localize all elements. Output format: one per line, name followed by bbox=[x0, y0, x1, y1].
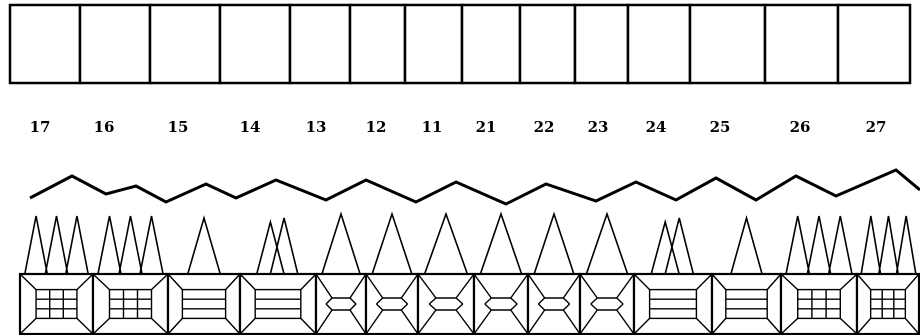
root-14-2 bbox=[269, 218, 299, 280]
tooth-number-row: 17 16 15 14 13 12 11 21 22 23 24 25 26 27 bbox=[30, 118, 887, 136]
root-22-1 bbox=[532, 214, 576, 280]
crown-17[interactable] bbox=[20, 274, 93, 334]
root-12-1 bbox=[370, 214, 414, 280]
crown-21[interactable] bbox=[474, 274, 528, 334]
roots-23 bbox=[584, 214, 629, 280]
grid-cell-13[interactable] bbox=[290, 5, 350, 83]
crown-15[interactable] bbox=[168, 274, 240, 334]
roots-24 bbox=[650, 218, 695, 280]
root-26-1 bbox=[785, 216, 811, 280]
crown-26[interactable] bbox=[781, 274, 857, 334]
root-row bbox=[24, 214, 917, 280]
crown-16[interactable] bbox=[93, 274, 168, 334]
roots-13 bbox=[320, 214, 362, 280]
tooth-number-24: 24 bbox=[646, 118, 667, 136]
grid-row bbox=[10, 5, 910, 83]
roots-21 bbox=[478, 214, 523, 280]
tooth-number-21: 21 bbox=[476, 118, 497, 136]
grid-cell-15[interactable] bbox=[150, 5, 220, 83]
root-26-2 bbox=[806, 216, 832, 280]
grid-cell-24[interactable] bbox=[628, 5, 690, 83]
crown-outline bbox=[93, 274, 168, 334]
tooth-number-11: 11 bbox=[422, 118, 443, 136]
root-16-3 bbox=[139, 216, 165, 280]
tooth-number-25: 25 bbox=[710, 118, 731, 136]
root-16-2 bbox=[118, 216, 144, 280]
grid-cell-22[interactable] bbox=[520, 5, 575, 83]
crown-outline bbox=[240, 274, 316, 334]
root-16-1 bbox=[97, 216, 123, 280]
crown-outline bbox=[712, 274, 781, 334]
root-24-2 bbox=[664, 218, 695, 280]
grid-cell-25[interactable] bbox=[690, 5, 765, 83]
crown-outline bbox=[366, 274, 418, 334]
crown-outline bbox=[474, 274, 528, 334]
root-15-1 bbox=[186, 218, 222, 280]
crown-outline bbox=[580, 274, 634, 334]
roots-26 bbox=[785, 216, 853, 280]
tooth-number-15: 15 bbox=[168, 118, 189, 136]
grid-cell-23[interactable] bbox=[575, 5, 628, 83]
tooth-number-23: 23 bbox=[588, 118, 609, 136]
tooth-number-14: 14 bbox=[240, 118, 261, 136]
grid-cell-14[interactable] bbox=[220, 5, 290, 83]
crown-outline bbox=[781, 274, 857, 334]
roots-11 bbox=[422, 214, 469, 280]
crown-23[interactable] bbox=[580, 274, 634, 334]
root-11-1 bbox=[422, 214, 469, 280]
tooth-number-26: 26 bbox=[790, 118, 811, 136]
crown-14[interactable] bbox=[240, 274, 316, 334]
gum-line-layer bbox=[30, 170, 920, 204]
grid-cell-11[interactable] bbox=[405, 5, 462, 83]
grid-cell-26[interactable] bbox=[765, 5, 838, 83]
crown-25[interactable] bbox=[712, 274, 781, 334]
root-23-1 bbox=[584, 214, 629, 280]
roots-14 bbox=[255, 218, 299, 280]
crown-outline bbox=[528, 274, 580, 334]
crown-row bbox=[20, 274, 919, 334]
crown-11[interactable] bbox=[418, 274, 474, 334]
tooth-number-27: 27 bbox=[866, 118, 887, 136]
root-27-2 bbox=[878, 216, 899, 280]
grid-cell-17[interactable] bbox=[10, 5, 80, 83]
roots-16 bbox=[97, 216, 165, 280]
root-27-3 bbox=[895, 216, 916, 280]
tooth-number-13: 13 bbox=[306, 118, 327, 136]
grid-cell-12[interactable] bbox=[350, 5, 405, 83]
crown-12[interactable] bbox=[366, 274, 418, 334]
roots-15 bbox=[186, 218, 222, 280]
roots-22 bbox=[532, 214, 576, 280]
crown-outline bbox=[316, 274, 366, 334]
root-25-1 bbox=[729, 218, 764, 280]
crown-22[interactable] bbox=[528, 274, 580, 334]
crown-13[interactable] bbox=[316, 274, 366, 334]
crown-outline bbox=[857, 274, 919, 334]
tooth-number-22: 22 bbox=[534, 118, 555, 136]
root-21-1 bbox=[478, 214, 523, 280]
crown-outline bbox=[418, 274, 474, 334]
tooth-number-12: 12 bbox=[366, 118, 387, 136]
root-17-2 bbox=[44, 216, 69, 280]
grid-cell-21[interactable] bbox=[462, 5, 520, 83]
roots-25 bbox=[729, 218, 764, 280]
roots-17 bbox=[24, 216, 90, 280]
roots-27 bbox=[860, 216, 917, 280]
grid-cell-27[interactable] bbox=[838, 5, 910, 83]
tooth-number-16: 16 bbox=[94, 118, 115, 136]
root-17-1 bbox=[24, 216, 49, 280]
crown-outline bbox=[20, 274, 93, 334]
crown-27[interactable] bbox=[857, 274, 919, 334]
crown-outline bbox=[634, 274, 712, 334]
root-13-1 bbox=[320, 214, 362, 280]
crown-24[interactable] bbox=[634, 274, 712, 334]
gum-line bbox=[30, 170, 920, 204]
tooth-number-17: 17 bbox=[30, 118, 51, 136]
root-26-3 bbox=[827, 216, 853, 280]
root-27-1 bbox=[860, 216, 881, 280]
crown-outline bbox=[168, 274, 240, 334]
root-17-3 bbox=[65, 216, 90, 280]
roots-12 bbox=[370, 214, 414, 280]
grid-cell-16[interactable] bbox=[80, 5, 150, 83]
